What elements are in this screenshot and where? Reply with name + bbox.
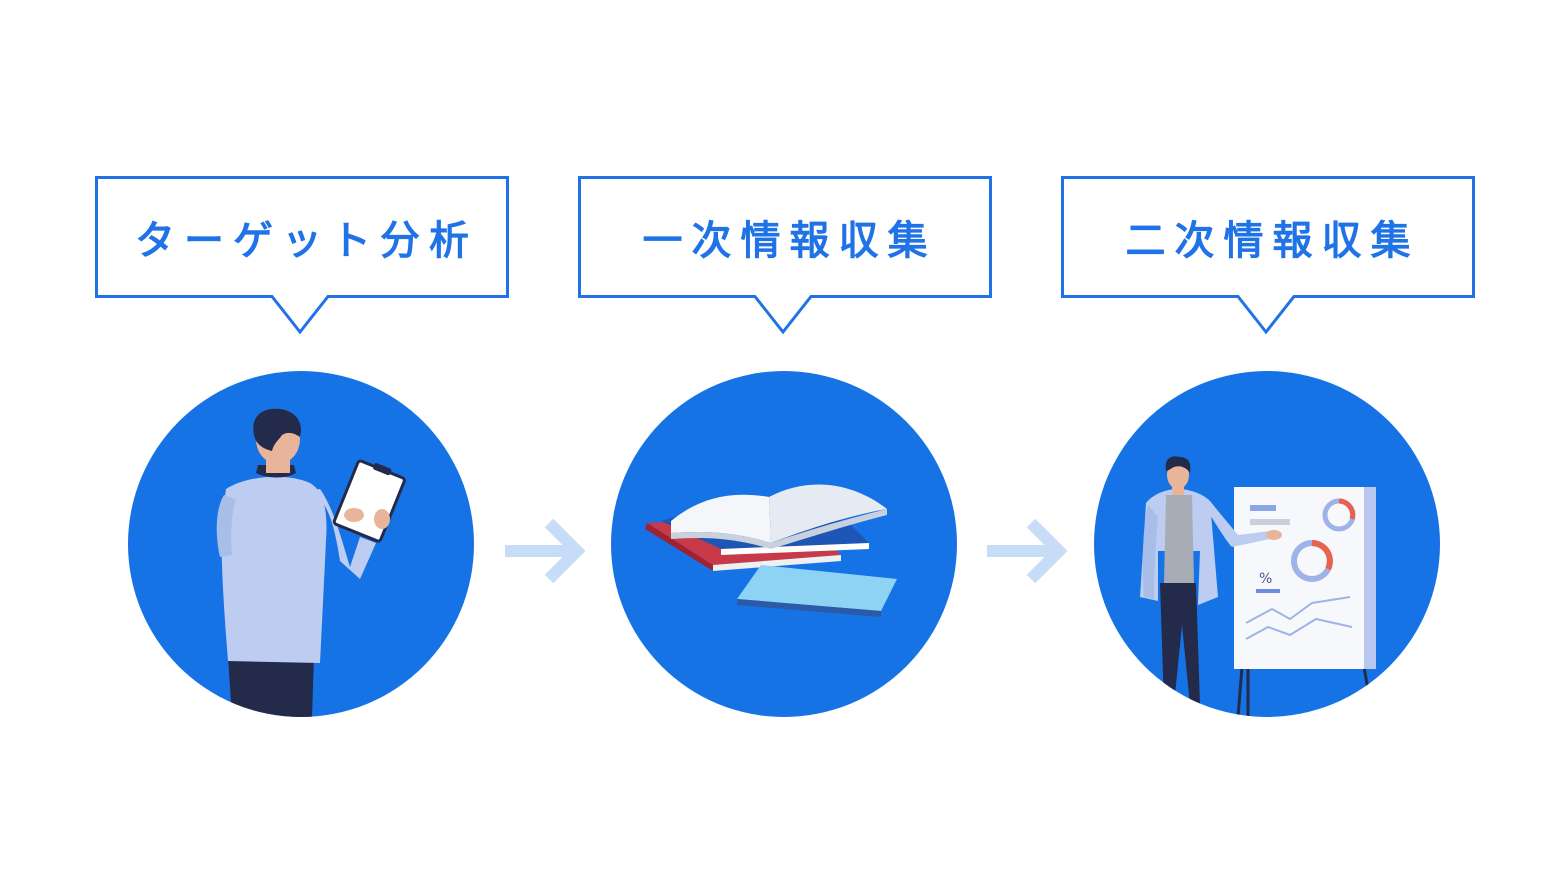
arrow-right-icon: [505, 515, 585, 587]
speech-bubble: 一次情報収集: [578, 176, 992, 336]
speech-bubble: 二次情報収集: [1061, 176, 1475, 336]
person-with-clipboard-icon: [128, 371, 474, 717]
step-label: 二次情報収集: [1061, 176, 1475, 298]
illustration-circle: [128, 371, 474, 717]
percent-icon: %: [1259, 571, 1272, 587]
illustration-circle: %: [1094, 371, 1440, 717]
stack-of-books-icon: [611, 371, 957, 717]
step-label: 一次情報収集: [578, 176, 992, 298]
illustration-circle: [611, 371, 957, 717]
step-target-analysis: ターゲット分析: [95, 0, 509, 889]
step-primary-info: 一次情報収集: [578, 0, 992, 889]
step-secondary-info: 二次情報収集 %: [1061, 0, 1475, 889]
presenter-with-chart-board-icon: %: [1094, 371, 1440, 717]
speech-bubble: ターゲット分析: [95, 176, 509, 336]
arrow-right-icon: [987, 515, 1067, 587]
step-label: ターゲット分析: [95, 176, 509, 298]
